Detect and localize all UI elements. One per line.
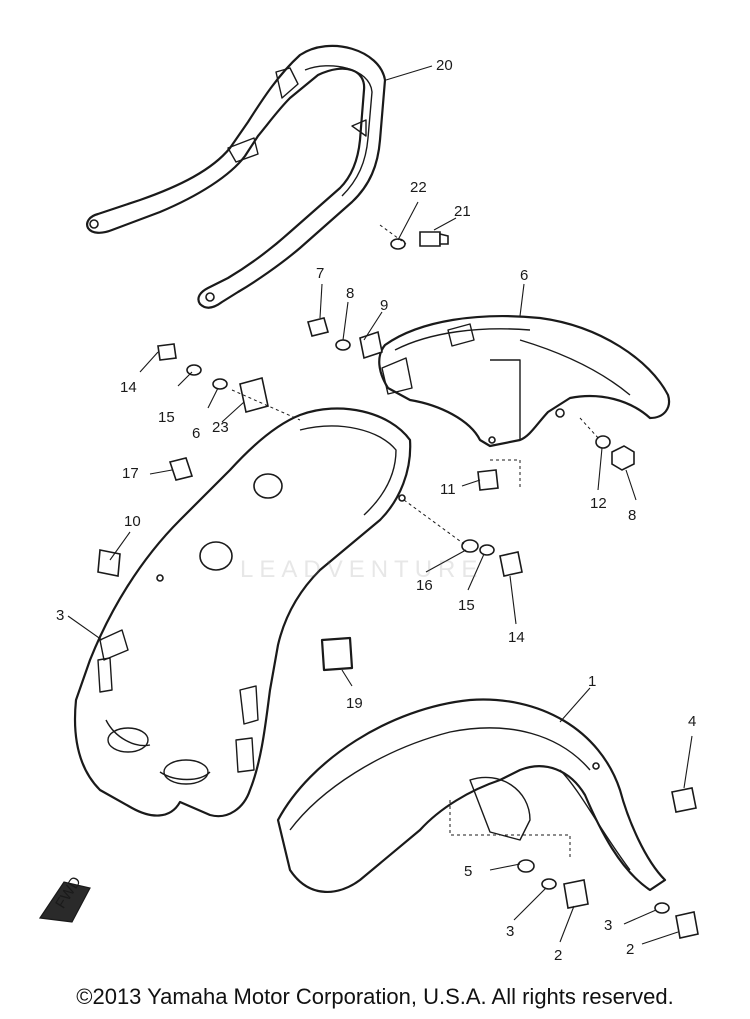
callout-10: 11 (440, 481, 456, 498)
callout-8-second: 10 (124, 513, 141, 530)
callout-2-second: 2 (626, 941, 634, 958)
callout-20: 20 (436, 57, 453, 74)
leader-lines (67, 65, 693, 945)
callout-9: 9 (380, 297, 388, 314)
callout-7: 7 (316, 265, 324, 282)
callout-3-third: 3 (604, 917, 612, 934)
label-part (320, 636, 354, 672)
callout-15-second: 15 (458, 597, 475, 614)
callout-14-second: 14 (508, 629, 525, 646)
callout-3-second: 3 (506, 923, 514, 940)
hardware-group (97, 231, 699, 939)
callout-1: 1 (588, 673, 596, 690)
callout-2: 2 (554, 947, 562, 964)
callout-19: 19 (346, 695, 363, 712)
front-fender-part (276, 698, 667, 893)
callout-3: 3 (56, 607, 64, 624)
callout-23: 23 (212, 419, 229, 436)
callout-4: 4 (688, 713, 696, 730)
callout-labels: 20 22 21 7 8 9 6 14 15 6 23 17 10 11 12 … (56, 57, 696, 964)
callout-22: 22 (410, 179, 427, 196)
callout-21: 21 (454, 203, 471, 220)
rear-fender-part (73, 407, 412, 818)
callout-8: 8 (346, 285, 354, 302)
fwd-arrow-icon: FWD (38, 874, 91, 923)
callout-5: 5 (464, 863, 472, 880)
callout-6: 6 (520, 267, 528, 284)
callout-6-second: 6 (192, 425, 200, 442)
callout-16: 16 (416, 577, 433, 594)
callout-12: 8 (628, 507, 636, 524)
callout-15: 15 (158, 409, 175, 426)
watermark-text: LEADVENTURE (240, 556, 484, 583)
callout-11: 12 (590, 495, 607, 512)
copyright-text: ©2013 Yamaha Motor Corporation, U.S.A. A… (76, 984, 674, 1009)
callout-17: 17 (122, 465, 139, 482)
grab-bar-part (86, 44, 387, 309)
rear-fender-inner-part (378, 315, 671, 448)
callout-14: 14 (120, 379, 137, 396)
